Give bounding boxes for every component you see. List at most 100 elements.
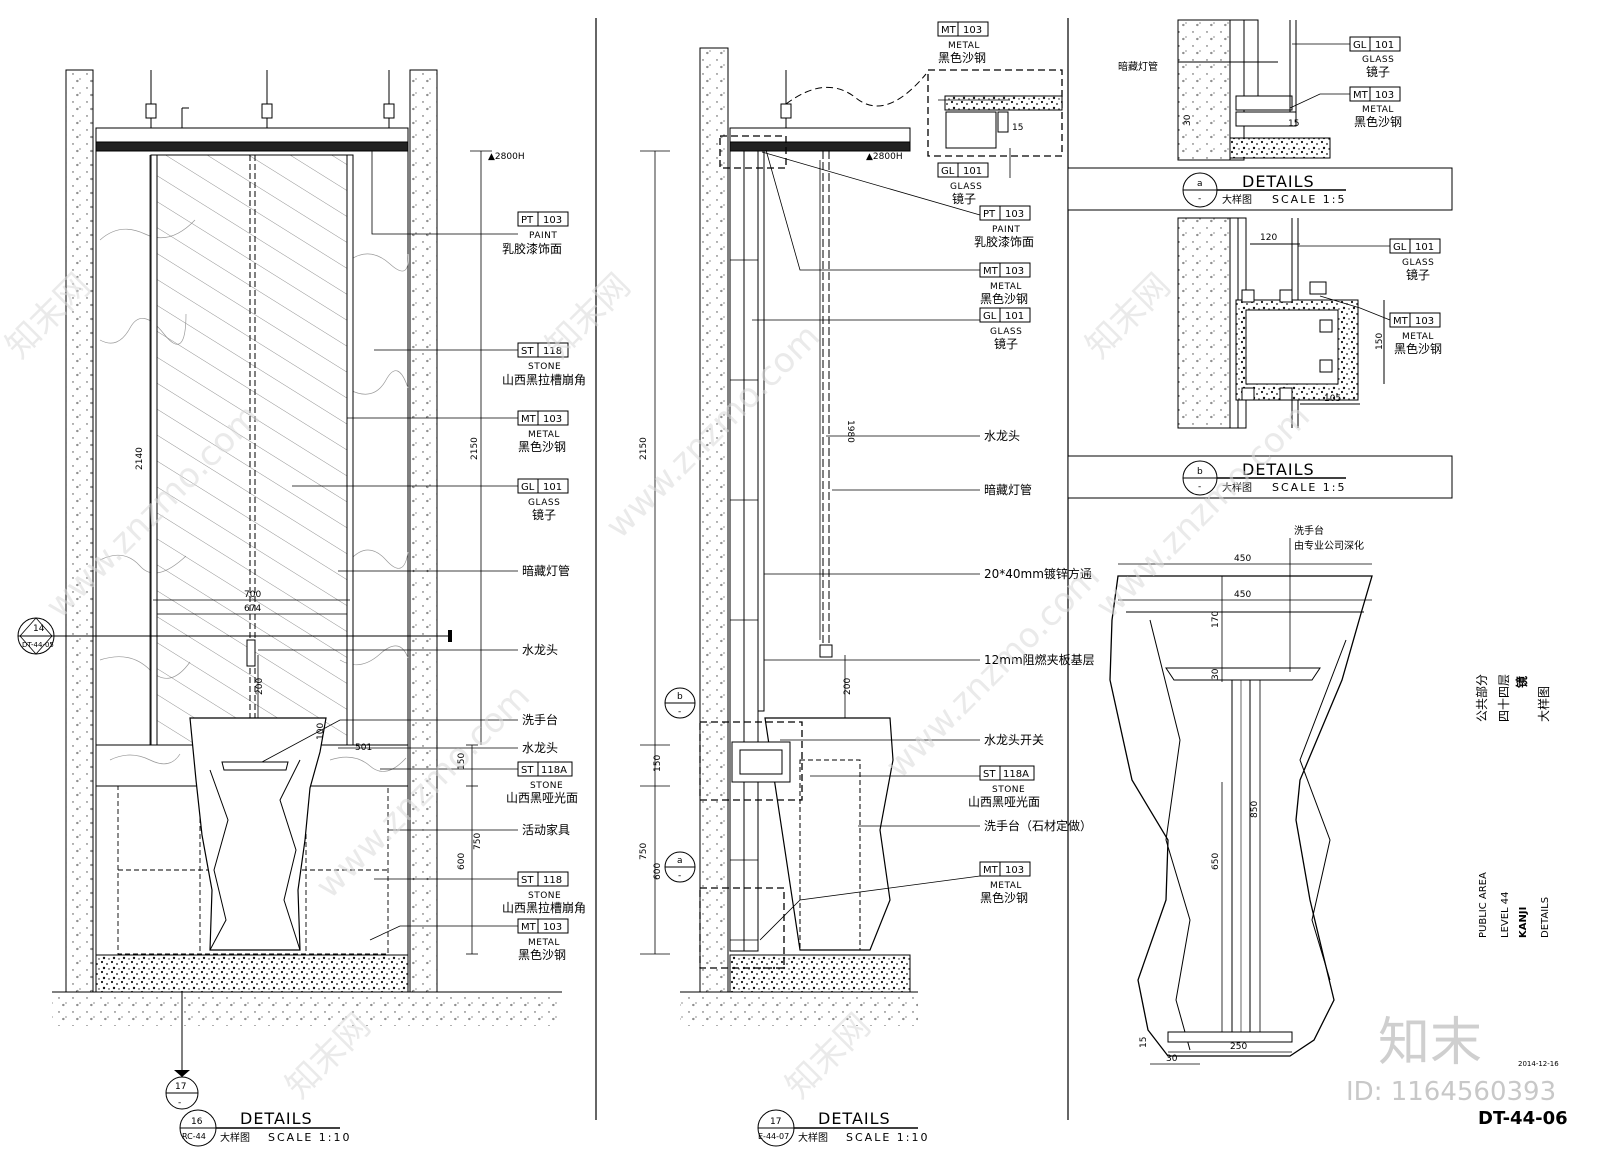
svg-text:SCALE 1:10: SCALE 1:10 — [268, 1131, 351, 1144]
svg-text:ST: ST — [521, 875, 534, 886]
svg-text:118: 118 — [543, 346, 562, 357]
detail-16-elevation: 2140 2150 700 674 200 100 501 150 750 60… — [17, 69, 586, 1147]
svg-text:103: 103 — [543, 215, 562, 226]
svg-text:103: 103 — [963, 25, 982, 36]
left-wall — [65, 69, 94, 996]
svg-text:GL: GL — [941, 166, 955, 177]
svg-text:大样图: 大样图 — [220, 1131, 250, 1144]
svg-text:RC-44: RC-44 — [182, 1132, 206, 1141]
svg-text:大样图: 大样图 — [1222, 481, 1252, 494]
note-hidden-light-16: 暗藏灯管 — [522, 563, 570, 578]
dim-100: 100 — [316, 723, 326, 740]
title-cn-4: 大样图 — [1536, 686, 1551, 722]
svg-text:GLASS: GLASS — [990, 327, 1022, 337]
svg-text:MT: MT — [1393, 316, 1409, 327]
svg-text:黑色沙钢: 黑色沙钢 — [1354, 115, 1402, 129]
svg-text:DETAILS: DETAILS — [1242, 460, 1315, 479]
svg-text:E-44-07: E-44-07 — [758, 1132, 789, 1141]
svg-text:METAL: METAL — [990, 881, 1022, 891]
watermark-text: www.znzmo.com — [878, 556, 1108, 786]
svg-text:黑色沙钢: 黑色沙钢 — [518, 440, 566, 454]
svg-text:乳胶漆饰面: 乳胶漆饰面 — [502, 241, 562, 256]
svg-text:-: - — [1198, 194, 1201, 204]
section-marker-17: 17 - — [165, 1070, 199, 1110]
svg-text:黑色沙钢: 黑色沙钢 — [980, 891, 1028, 905]
dim-2150: 2150 — [470, 437, 480, 460]
svg-text:DETAILS: DETAILS — [1242, 172, 1315, 191]
svg-text:GLASS: GLASS — [950, 182, 982, 192]
svg-text:GL: GL — [1353, 40, 1367, 51]
floor-slab — [52, 992, 562, 1026]
dim-200-17: 200 — [843, 678, 853, 695]
svg-text:17: 17 — [175, 1082, 186, 1092]
sheet-code: DT-44-06 — [1478, 1108, 1568, 1129]
svg-text:METAL: METAL — [528, 938, 560, 948]
svg-text:101: 101 — [543, 482, 562, 493]
svg-text:103: 103 — [1005, 209, 1024, 220]
svg-text:METAL: METAL — [948, 41, 980, 51]
watermark-id: ID: 1164560393 — [1346, 1077, 1556, 1107]
svg-text:METAL: METAL — [990, 282, 1022, 292]
svg-text:101: 101 — [963, 166, 982, 177]
svg-text:PAINT: PAINT — [992, 225, 1020, 235]
dim-105: 105 — [1324, 394, 1341, 404]
title-cn-3: 镜 — [1514, 676, 1529, 688]
svg-text:黑色沙钢: 黑色沙钢 — [1394, 342, 1442, 356]
note-board-17: 12mm阻燃夹板基层 — [984, 652, 1095, 667]
svg-text:镜子: 镜子 — [1406, 267, 1430, 282]
svg-text:103: 103 — [1005, 865, 1024, 876]
dim-30-basin: 30 — [1211, 668, 1221, 680]
svg-text:SCALE 1:5: SCALE 1:5 — [1272, 481, 1346, 494]
svg-text:山西黑哑光面: 山西黑哑光面 — [968, 795, 1040, 809]
title-cn-2: 四十四层 — [1497, 674, 1511, 722]
svg-text:101: 101 — [1415, 242, 1434, 253]
title-detail-17: 17 E-44-07 DETAILS 大样图 SCALE 1:10 — [757, 1109, 927, 1147]
dim-200: 200 — [255, 678, 265, 695]
svg-text:STONE: STONE — [528, 891, 561, 901]
dim-1980: 1980 — [845, 420, 855, 443]
svg-text:103: 103 — [1005, 266, 1024, 277]
svg-text:118A: 118A — [541, 765, 567, 776]
title-en-4: DETAILS — [1540, 897, 1551, 938]
dim-15-r: 15 — [1288, 119, 1299, 129]
note-hidden-light-17: 暗藏灯管 — [984, 482, 1032, 497]
svg-text:DT-44-05: DT-44-05 — [22, 641, 54, 649]
svg-text:103: 103 — [543, 414, 562, 425]
svg-text:PT: PT — [983, 209, 996, 220]
svg-text:STONE: STONE — [530, 781, 563, 791]
svg-text:MT: MT — [983, 865, 999, 876]
svg-text:MT: MT — [941, 25, 957, 36]
callout-a: a- — [664, 851, 696, 883]
svg-text:METAL: METAL — [1362, 105, 1394, 115]
svg-text:103: 103 — [1415, 316, 1434, 327]
svg-text:DETAILS: DETAILS — [240, 1109, 313, 1128]
svg-text:山西黑拉槽崩角: 山西黑拉槽崩角 — [502, 900, 586, 915]
svg-text:METAL: METAL — [1402, 332, 1434, 342]
svg-text:ST: ST — [521, 346, 534, 357]
title-en-3: KANJI — [1518, 907, 1529, 938]
dim-600-a: 600 — [457, 853, 467, 870]
level-mark-16: ▲2800H — [488, 152, 525, 162]
svg-text:黑色沙钢: 黑色沙钢 — [980, 292, 1028, 306]
svg-text:103: 103 — [1375, 90, 1394, 101]
note-faucet-17: 水龙头 — [984, 429, 1020, 443]
note-faucet-16b: 水龙头 — [522, 741, 558, 755]
svg-text:METAL: METAL — [528, 430, 560, 440]
svg-text:103: 103 — [543, 922, 562, 933]
dim-30-base: 30 — [1166, 1054, 1178, 1064]
dim-30-top: 30 — [1183, 114, 1193, 126]
note-movable-16: 活动家具 — [522, 822, 570, 837]
watermark-cn: 知末网 — [1078, 266, 1178, 366]
svg-text:-: - — [678, 871, 681, 881]
